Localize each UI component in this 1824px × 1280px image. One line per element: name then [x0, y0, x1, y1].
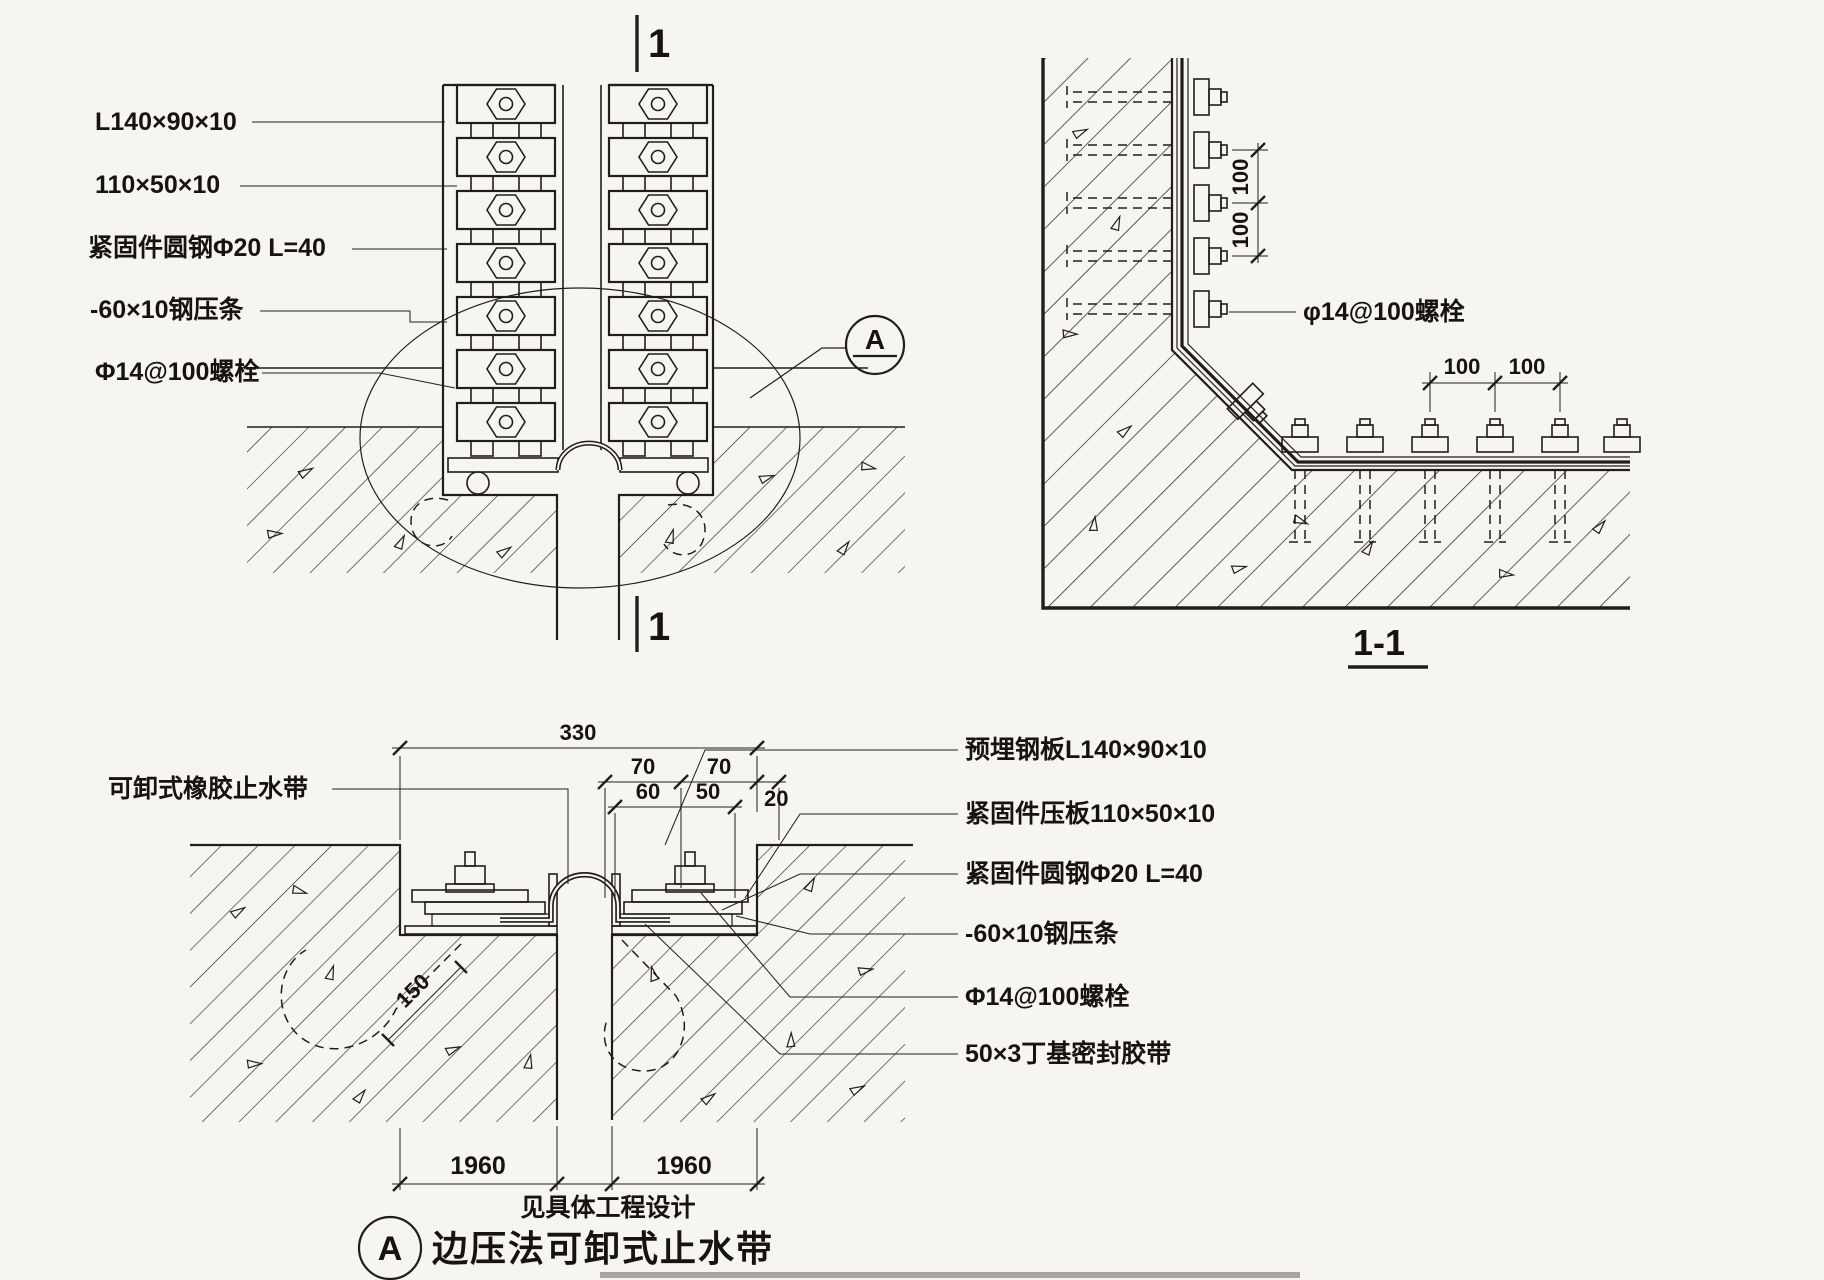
label-angle-steel: L140×90×10 [95, 108, 237, 136]
dim-v-100a: 100 [1228, 159, 1253, 196]
label-clamp-plate: 110×50×10 [95, 171, 220, 199]
leader-steel-strip [260, 310, 447, 323]
section-mark-top: 1 [635, 15, 670, 72]
dim-h-100a: 100 [1444, 354, 1481, 379]
detail-concrete-right [612, 845, 905, 1122]
dim-1960-left: 1960 [450, 1152, 506, 1180]
dim-60: 60 [636, 779, 660, 804]
scan-artifact-line [600, 1272, 1300, 1278]
dim-70a: 70 [631, 754, 655, 779]
dim-50: 50 [696, 779, 720, 804]
section-waterstop-layers [1170, 58, 1630, 472]
detail-dims-bottom: 1960 1960 见具体工程设计 [391, 1126, 766, 1222]
section-mark-bottom: 1 [635, 596, 670, 652]
detail-anchor-loops [280, 939, 686, 1072]
plan-concrete-hatch [247, 427, 905, 573]
leader-round-bar-detail [721, 873, 958, 911]
dim-1960-right: 1960 [656, 1152, 712, 1180]
label-removable-waterstop: 可卸式橡胶止水带 [108, 774, 308, 803]
label-round-bar-detail: 紧固件圆钢Φ20 L=40 [965, 860, 1203, 888]
detail-title: A 边压法可卸式止水带 [357, 1215, 774, 1280]
detail-callout-letter: A [378, 1230, 403, 1268]
plan-labels: L140×90×10 110×50×10 紧固件圆钢Φ20 L=40 -60×1… [88, 108, 457, 389]
section-title-text: 1-1 [1353, 622, 1405, 663]
label-embedded-plate: 预埋钢板L140×90×10 [965, 736, 1207, 764]
section-outer-border [1041, 58, 1630, 610]
detail-outline [190, 843, 913, 1120]
detail-dims-top: 330 70 70 60 50 20 [391, 720, 788, 900]
leader-butyl-tape [644, 923, 958, 1055]
plan-surface-lines [247, 367, 905, 428]
callout-a-plan: A [749, 314, 906, 399]
label-steel-strip: -60×10钢压条 [90, 296, 245, 324]
section-title: 1-1 [1348, 622, 1428, 669]
detail-title-text: 边压法可卸式止水带 [432, 1228, 774, 1269]
label-round-bar: 紧固件圆钢Φ20 L=40 [88, 234, 326, 262]
label-bolt: Φ14@100螺栓 [95, 358, 259, 386]
plan-view: 1 1 A L140×90×10 110×50×10 紧固件圆钢Φ20 L=40… [88, 15, 906, 652]
section-dim-horizontal: 100 100 [1421, 354, 1569, 412]
leader-removable-waterstop [332, 788, 569, 884]
dim-70b: 70 [707, 754, 731, 779]
label-section-bolt: φ14@100螺栓 [1303, 298, 1465, 326]
detail-a-view: 150 330 70 70 60 50 20 可卸式橡胶止水 [108, 720, 1215, 1280]
leader-bolt-detail [700, 892, 958, 998]
section-mark-bottom-label: 1 [648, 605, 670, 649]
leader-embedded-plate [664, 749, 958, 846]
detail-waterstop-label: 可卸式橡胶止水带 [108, 774, 569, 884]
label-butyl-tape: 50×3丁基密封胶带 [965, 1039, 1171, 1068]
dim-v-100b: 100 [1228, 212, 1253, 249]
section-dim-vertical: 100 100 [1228, 141, 1268, 265]
label-bolt-detail: Φ14@100螺栓 [965, 983, 1129, 1011]
plan-waterstop-assembly [410, 440, 709, 556]
detail-labels-right: 预埋钢板L140×90×10 紧固件压板110×50×10 紧固件圆钢Φ20 L… [644, 736, 1215, 1068]
leader-steel-strip-detail [735, 915, 958, 935]
section-bolt-label: φ14@100螺栓 [1229, 298, 1465, 326]
detail-waterstop-assembly [404, 851, 758, 935]
section-mark-top-label: 1 [648, 22, 670, 66]
callout-a-plan-letter: A [865, 324, 885, 355]
dim-h-100b: 100 [1509, 354, 1546, 379]
joint-width-note: 见具体工程设计 [520, 1194, 695, 1222]
label-clamp-plate-detail: 紧固件压板110×50×10 [965, 800, 1215, 828]
label-steel-strip-detail: -60×10钢压条 [965, 920, 1120, 948]
leader-clamp-plate-detail [744, 813, 958, 899]
detail-concrete-left [190, 845, 557, 1122]
dim-20: 20 [764, 786, 788, 811]
section-1-1-view: 100 100 100 100 φ14@100螺栓 1-1 [1041, 58, 1641, 669]
detail-indicator-circle [359, 287, 801, 589]
dim-330: 330 [560, 720, 597, 745]
leader-bolt [262, 372, 456, 389]
